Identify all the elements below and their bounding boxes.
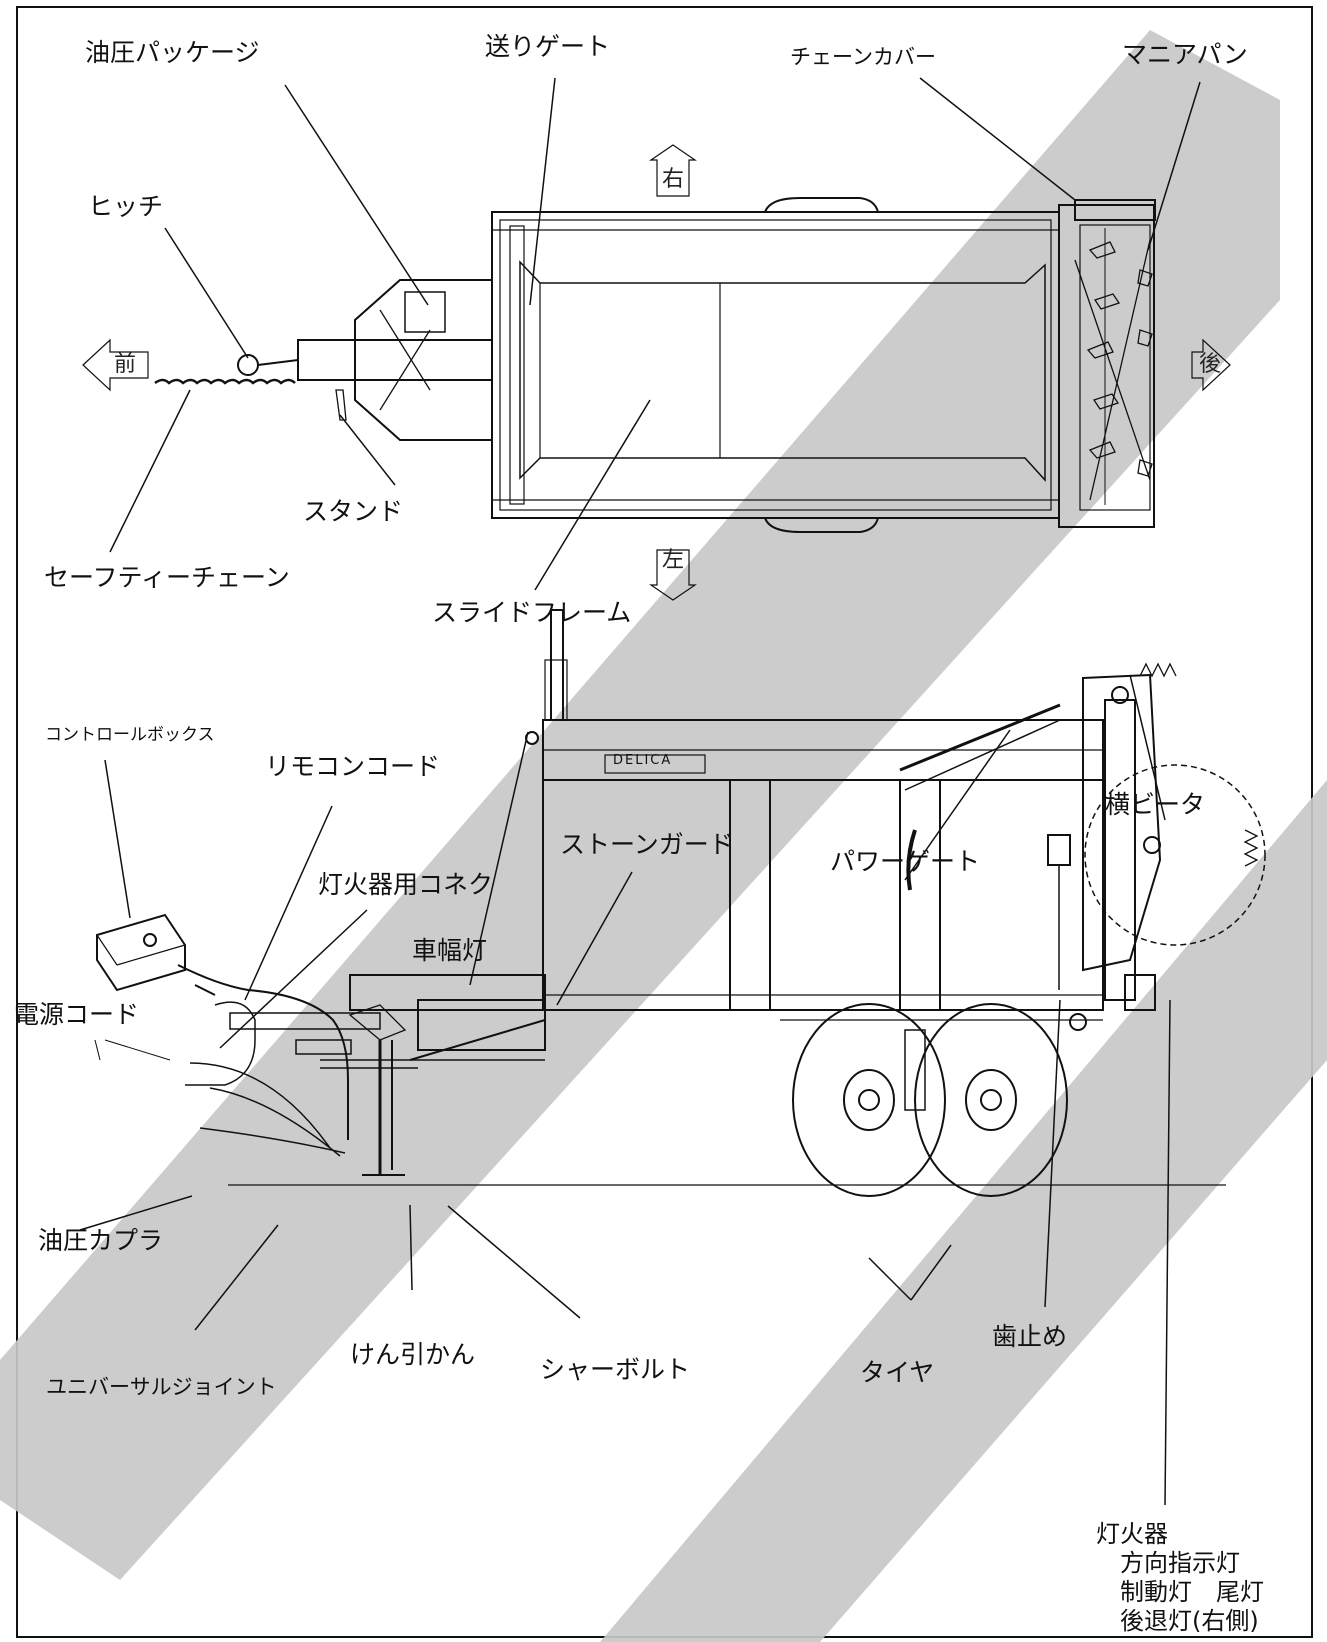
label-safety-chain: セーフティーチェーン	[44, 563, 290, 592]
top-view-leaders	[109, 77, 1201, 591]
label-wheel-chock: 歯止め	[992, 1322, 1068, 1351]
lamp-item-brake-tail: 制動灯 尾灯	[1120, 1578, 1264, 1606]
label-universal-joint: ユニバーサルジョイント	[46, 1375, 277, 1399]
label-lamp-connector: 灯火器用コネク	[318, 870, 494, 899]
label-side-lamp: 車幅灯	[412, 936, 488, 965]
side-view-leaders	[79, 674, 1171, 1506]
lamp-list-title: 灯火器	[1096, 1520, 1168, 1548]
label-power-cord: 電源コード	[14, 1000, 140, 1029]
top-view	[82, 144, 1231, 601]
label-hydraulic-package: 油圧パッケージ	[85, 38, 260, 67]
label-shear-bolt: シャーボルト	[540, 1355, 691, 1384]
label-remote-cord: リモコンコード	[265, 752, 441, 781]
label-chain-cover: チェーンカバー	[790, 45, 936, 69]
label-power-gate: パワーゲート	[830, 847, 981, 876]
label-slide-frame: スライドフレーム	[432, 598, 632, 627]
lamp-item-reverse: 後退灯(右側)	[1120, 1607, 1259, 1635]
label-tire: タイヤ	[860, 1358, 935, 1387]
label-control-box: コントロールボックス	[45, 725, 215, 745]
label-stand: スタンド	[303, 497, 404, 526]
label-manure-pan: マニアパン	[1122, 40, 1248, 69]
label-horizontal-beater: 横ビータ	[1105, 790, 1206, 819]
label-stone-guard: ストーンガード	[560, 830, 734, 859]
label-hitch: ヒッチ	[88, 192, 164, 221]
label-feed-gate: 送りゲート	[485, 32, 611, 61]
direction-left: 左	[661, 548, 684, 573]
lamp-list: 灯火器 方向指示灯 制動灯 尾灯 後退灯(右側)	[1096, 1520, 1264, 1636]
lamp-item-turn-signal: 方向指示灯	[1120, 1549, 1240, 1577]
direction-front: 前	[113, 352, 136, 377]
label-hydraulic-coupler: 油圧カプラ	[38, 1226, 164, 1255]
label-tow-bar: けん引かん	[350, 1340, 476, 1369]
side-view	[94, 609, 1266, 1197]
watermark	[0, 30, 1327, 1642]
brand-plate: DELICA	[613, 753, 673, 768]
direction-rear: 後	[1198, 352, 1221, 377]
direction-right: 右	[661, 167, 684, 192]
